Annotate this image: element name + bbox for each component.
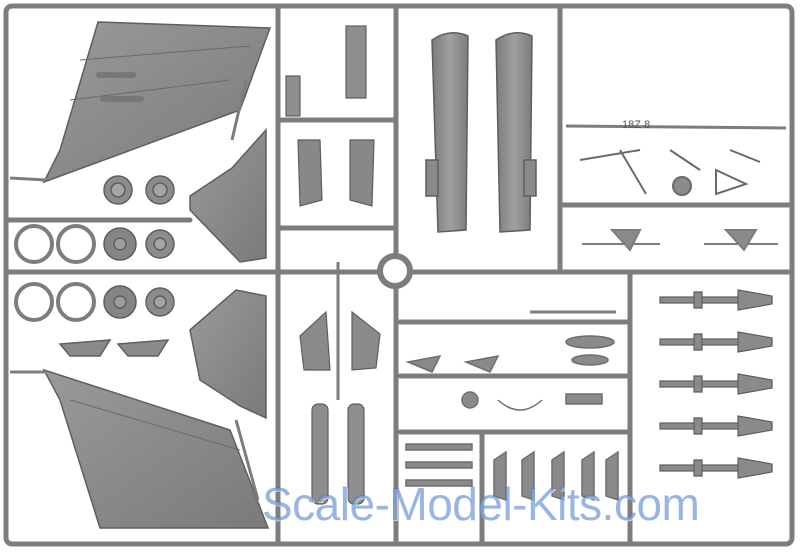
sprue-marking: 18Z 8 <box>622 119 651 131</box>
lower-wing-part <box>10 368 270 529</box>
small-panels-top <box>285 25 375 207</box>
tail-fin-part <box>189 128 267 263</box>
fuselage-small-parts <box>299 262 381 505</box>
sprue-frame <box>3 3 795 547</box>
sprue-hub-ring <box>377 253 413 289</box>
upper-wing-part <box>9 21 272 184</box>
wheel-set-lower <box>14 282 175 357</box>
landing-gear-parts <box>565 124 787 196</box>
tail-fin-part-lower <box>189 289 267 420</box>
engine-intake-parts <box>425 32 537 233</box>
missile-parts <box>659 289 773 479</box>
wheel-set-upper <box>14 175 175 264</box>
site-watermark: Scale-Model-Kits.com <box>262 478 700 530</box>
detail-parts-grid <box>405 310 619 502</box>
pylon-parts <box>582 229 778 252</box>
